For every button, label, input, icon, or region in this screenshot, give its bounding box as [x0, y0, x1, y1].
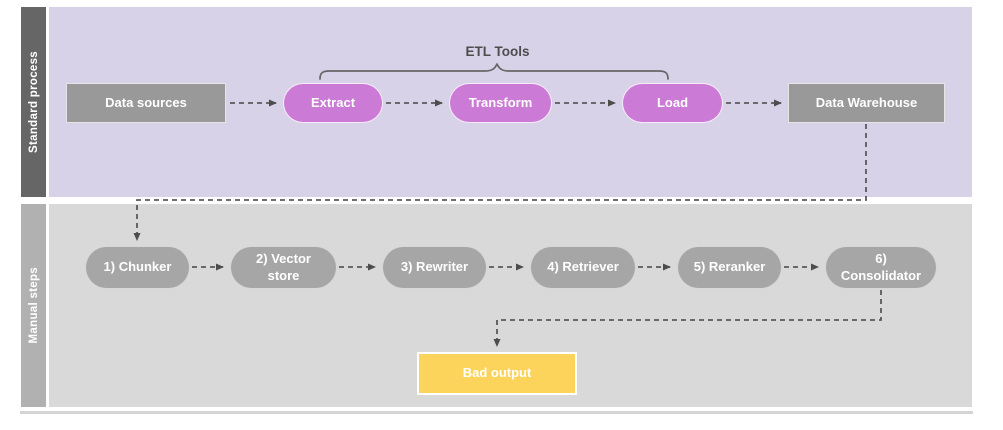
node-data-sources-label: Data sources [105, 94, 187, 110]
lane-label-standard-process-text: Standard process [27, 51, 40, 153]
node-retriever: 4) Retriever [530, 246, 636, 289]
node-extract-label: Extract [310, 94, 356, 110]
node-vector-store-label: 2) Vector store [256, 250, 311, 283]
node-load: Load [622, 83, 723, 123]
lane-label-standard-process: Standard process [21, 7, 46, 197]
node-transform-label: Transform [468, 94, 533, 110]
node-data-warehouse-label: Data Warehouse [815, 94, 918, 110]
node-data-warehouse: Data Warehouse [788, 83, 945, 123]
etl-tools-label: ETL Tools [465, 44, 530, 59]
node-consolidator-label: 6) Consolidator [840, 250, 922, 283]
node-data-sources: Data sources [66, 83, 226, 123]
node-rewriter-label: 3) Rewriter [400, 259, 469, 275]
lane-label-manual-steps: Manual steps [21, 204, 46, 407]
node-consolidator: 6) Consolidator [825, 246, 937, 289]
node-load-label: Load [656, 94, 689, 110]
node-vector-store: 2) Vector store [230, 246, 337, 289]
node-retriever-label: 4) Retriever [547, 259, 619, 275]
node-bad-output-label: Bad output [462, 365, 532, 381]
node-transform: Transform [449, 83, 552, 123]
node-extract: Extract [283, 83, 383, 123]
bottom-divider [20, 411, 973, 414]
node-reranker: 5) Reranker [677, 246, 782, 289]
node-rewriter: 3) Rewriter [382, 246, 487, 289]
node-bad-output: Bad output [417, 352, 577, 395]
lane-label-manual-steps-text: Manual steps [27, 267, 40, 344]
node-chunker: 1) Chunker [85, 246, 190, 289]
node-reranker-label: 5) Reranker [693, 259, 766, 275]
node-chunker-label: 1) Chunker [103, 259, 172, 275]
